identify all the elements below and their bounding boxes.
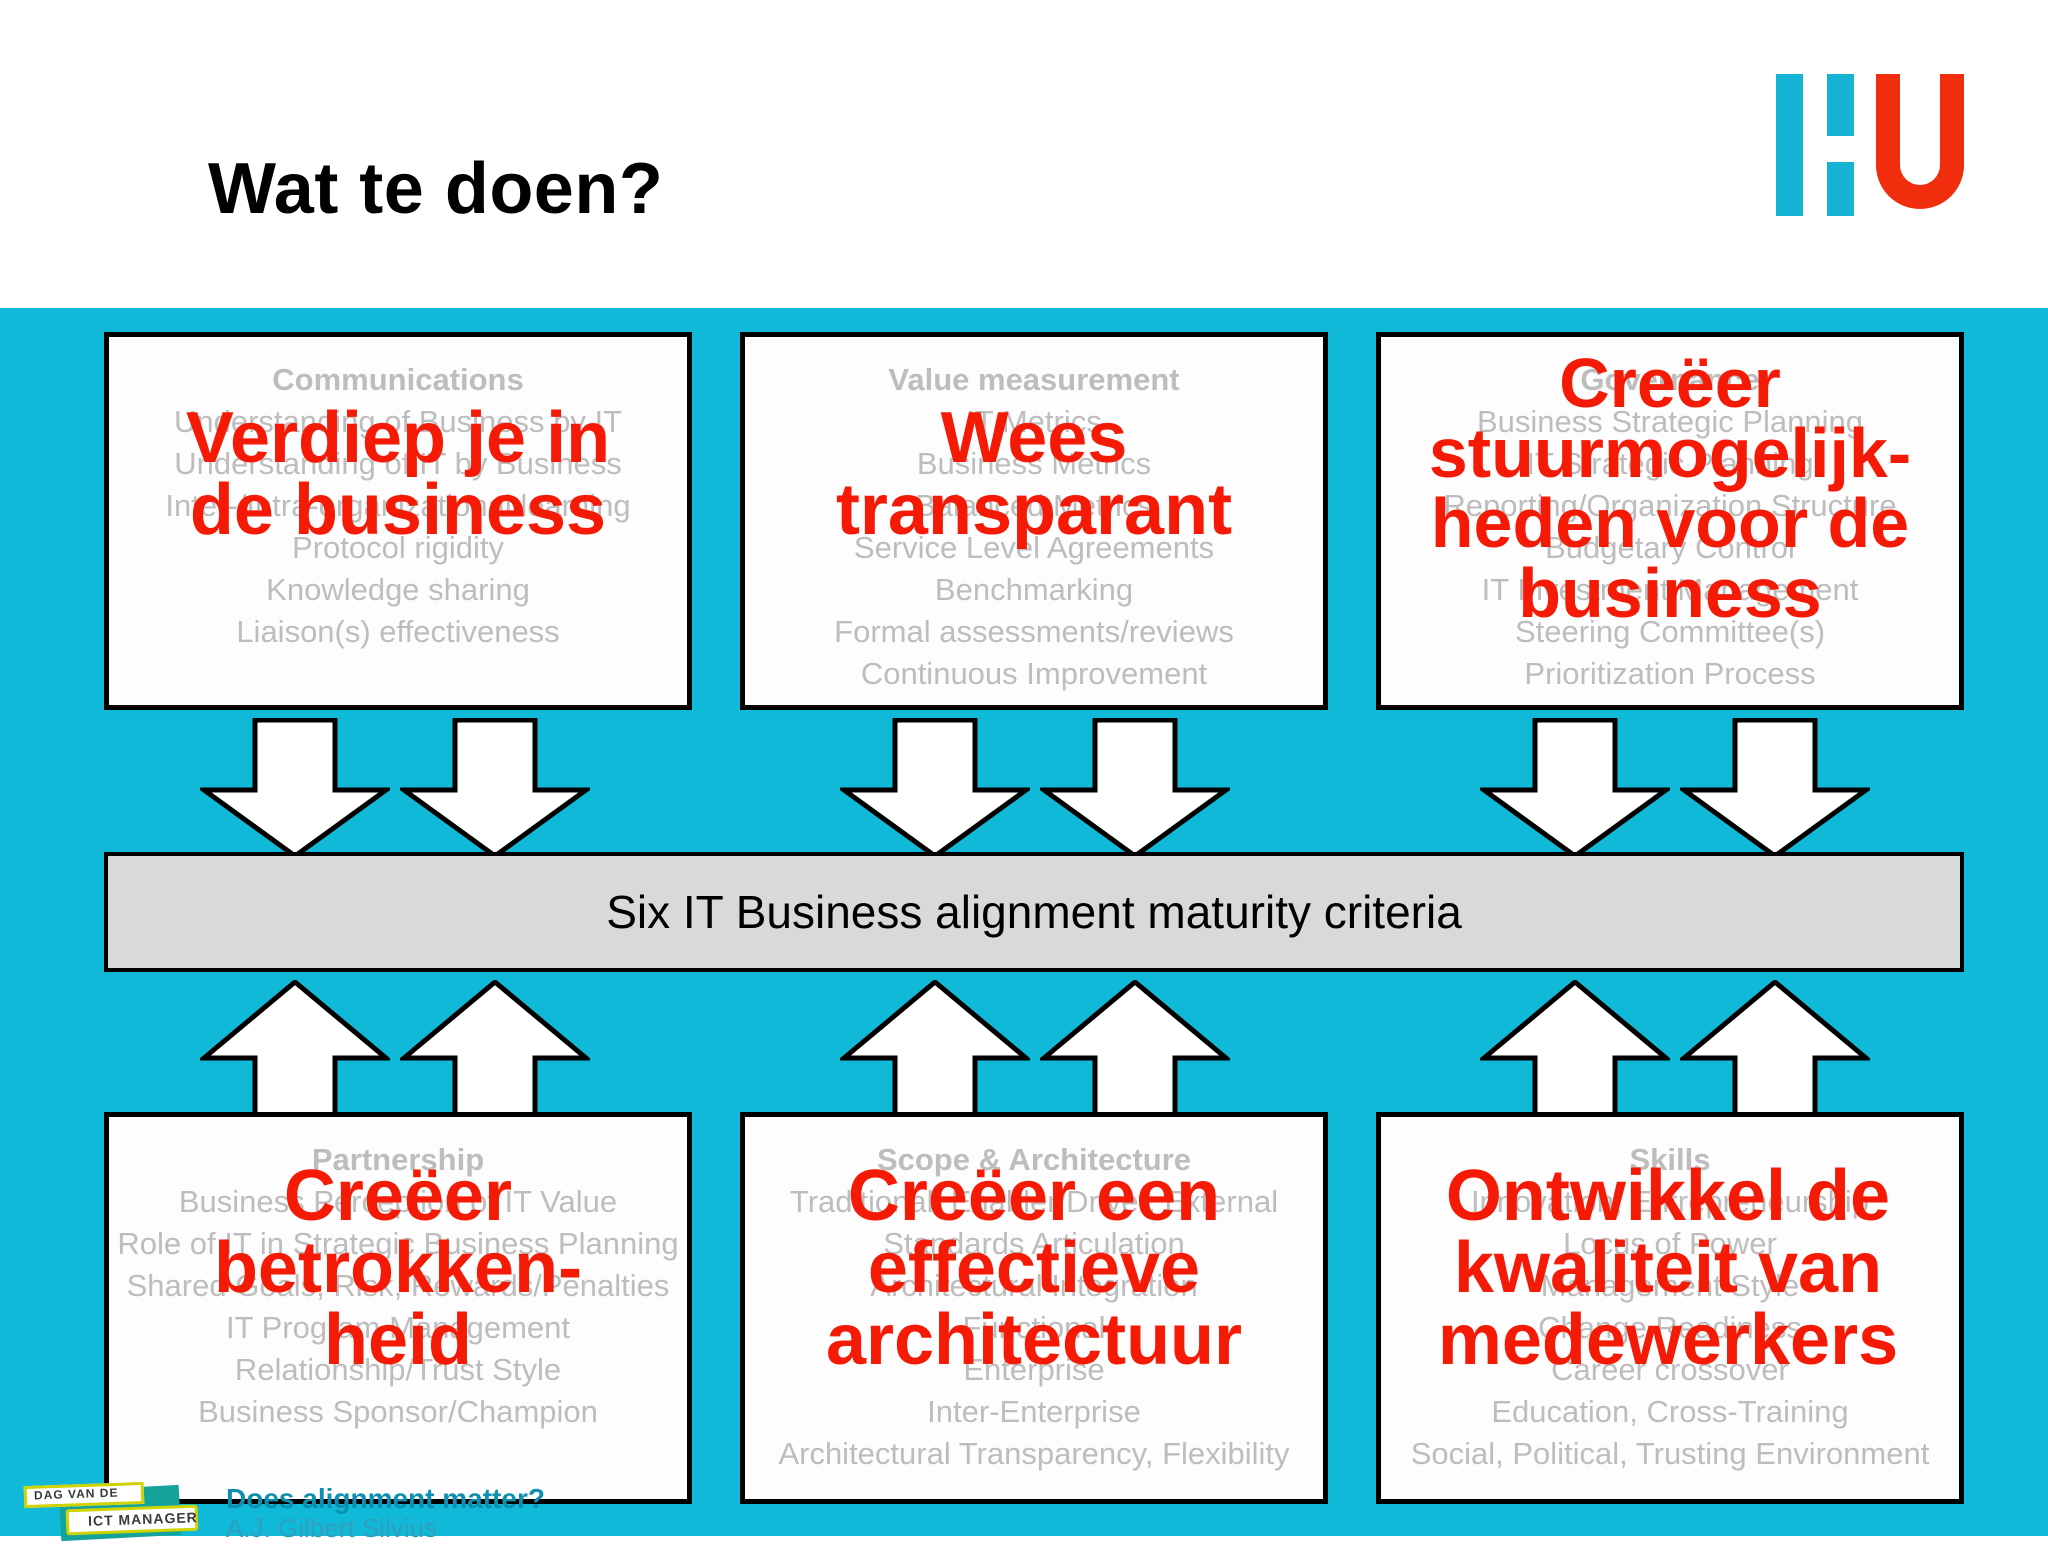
box-line: Inter-Enterprise [927,1394,1141,1429]
box-line: Understanding of IT by Business [174,446,622,481]
box-line: IT Strategic Planning [1526,446,1814,481]
box-line: Business Perception of IT Value [178,1184,618,1219]
box-line: Role of IT in Strategic Business Plannin… [117,1226,679,1261]
box-line: Traditional, Enabler/Driver, External [789,1184,1279,1219]
box-line: Benchmarking [934,572,1134,607]
box-line: Continuous Improvement [860,656,1208,691]
box-line: Budgetary Control [1545,530,1795,565]
box-line: Prioritization Process [1524,656,1816,691]
criteria-box-communications: Communications Understanding of Business… [104,332,692,710]
box-line: Change Readiness [1538,1310,1802,1345]
footer-title: Does alignment matter? [226,1483,545,1514]
box-line: IT Metrics [966,404,1102,439]
arrow-down-communications-2 [400,718,590,858]
criteria-box-value-measurement: Value measurement IT Metrics Business Me… [740,332,1328,710]
box-line: Management Style [1540,1268,1800,1303]
hu-logo [1770,66,1980,216]
box-line: Innovation, Entrepreneurship [1470,1184,1870,1219]
box-title: Value measurement [888,362,1180,397]
box-line: Standards Articulation [883,1226,1185,1261]
box-line: Enterprise [963,1352,1105,1387]
center-criteria-bar: Six IT Business alignment maturity crite… [104,852,1964,972]
box-title: Scope & Architecture [876,1142,1192,1177]
box-line: Architectural Transparency, Flexibility [778,1436,1290,1471]
page-title: Wat te doen? [208,149,664,229]
box-line: Business Sponsor/Champion [198,1394,598,1429]
box-line: Education, Cross-Training [1491,1394,1849,1429]
slide-header: Wat te doen? [0,0,2048,308]
logo-h-right-bottom-bar [1827,162,1854,216]
arrow-down-governance-1 [1480,718,1670,858]
box-line: Locus of Power [1563,1226,1777,1261]
box-line: IT Program Management [225,1310,571,1345]
box-line: Service Level Agreements [853,530,1215,565]
arrow-down-value-2 [1040,718,1230,858]
logo-u-shape [1876,74,1964,209]
center-bar-label: Six IT Business alignment maturity crite… [606,886,1462,938]
box-line: Formal assessments/reviews [834,614,1234,649]
criteria-box-governance: Governance Business Strategic Planning I… [1376,332,1964,710]
dag-van-de-ict-manager-logo: DAG VAN DE ICT MANAGER [18,1481,218,1542]
box-line: Steering Committee(s) [1514,614,1826,649]
box-line: Career crossover [1551,1352,1789,1387]
criteria-box-partnership: Partnership Business Perception of IT Va… [104,1112,692,1504]
logo-h-left-bar [1776,74,1803,216]
box-line: IT Investment Management [1481,572,1859,607]
arrow-down-communications [200,718,390,858]
box-line: Business Strategic Planning [1476,404,1863,439]
logo-text-line1: DAG VAN DE [33,1485,119,1503]
box-line: Shared Goals, Risk, Rewards/Penalties [126,1268,670,1303]
box-line: Reporting/Organization Structure [1443,488,1897,523]
box-line: Inter-/Intra-organizational learning [165,488,631,523]
box-line: Protocol rigidity [292,530,504,565]
box-line: Functional [962,1310,1106,1345]
footer-author: A.J. Gilbert Silvius [226,1513,437,1543]
arrow-down-governance-2 [1680,718,1870,858]
criteria-box-skills: Skills Innovation, Entrepreneurship Locu… [1376,1112,1964,1504]
box-title: Skills [1629,1142,1711,1177]
arrow-down-value-1 [840,718,1030,858]
box-line: Knowledge sharing [266,572,530,607]
box-line: Balanced Metrics [915,488,1153,523]
box-line: Business Metrics [916,446,1152,481]
box-title: Governance [1580,362,1760,397]
box-line: Architectural Integration [870,1268,1198,1303]
box-line: Social, Political, Trusting Environment [1410,1436,1930,1471]
box-title: Partnership [311,1142,485,1177]
box-title: Communications [272,362,524,397]
logo-h-right-top-bar [1827,74,1854,136]
box-line: Understanding of Business by IT [173,404,623,439]
box-line: Relationship/Trust Style [234,1352,562,1387]
criteria-box-scope-architecture: Scope & Architecture Traditional, Enable… [740,1112,1328,1504]
box-line: Liaison(s) effectiveness [236,614,560,649]
